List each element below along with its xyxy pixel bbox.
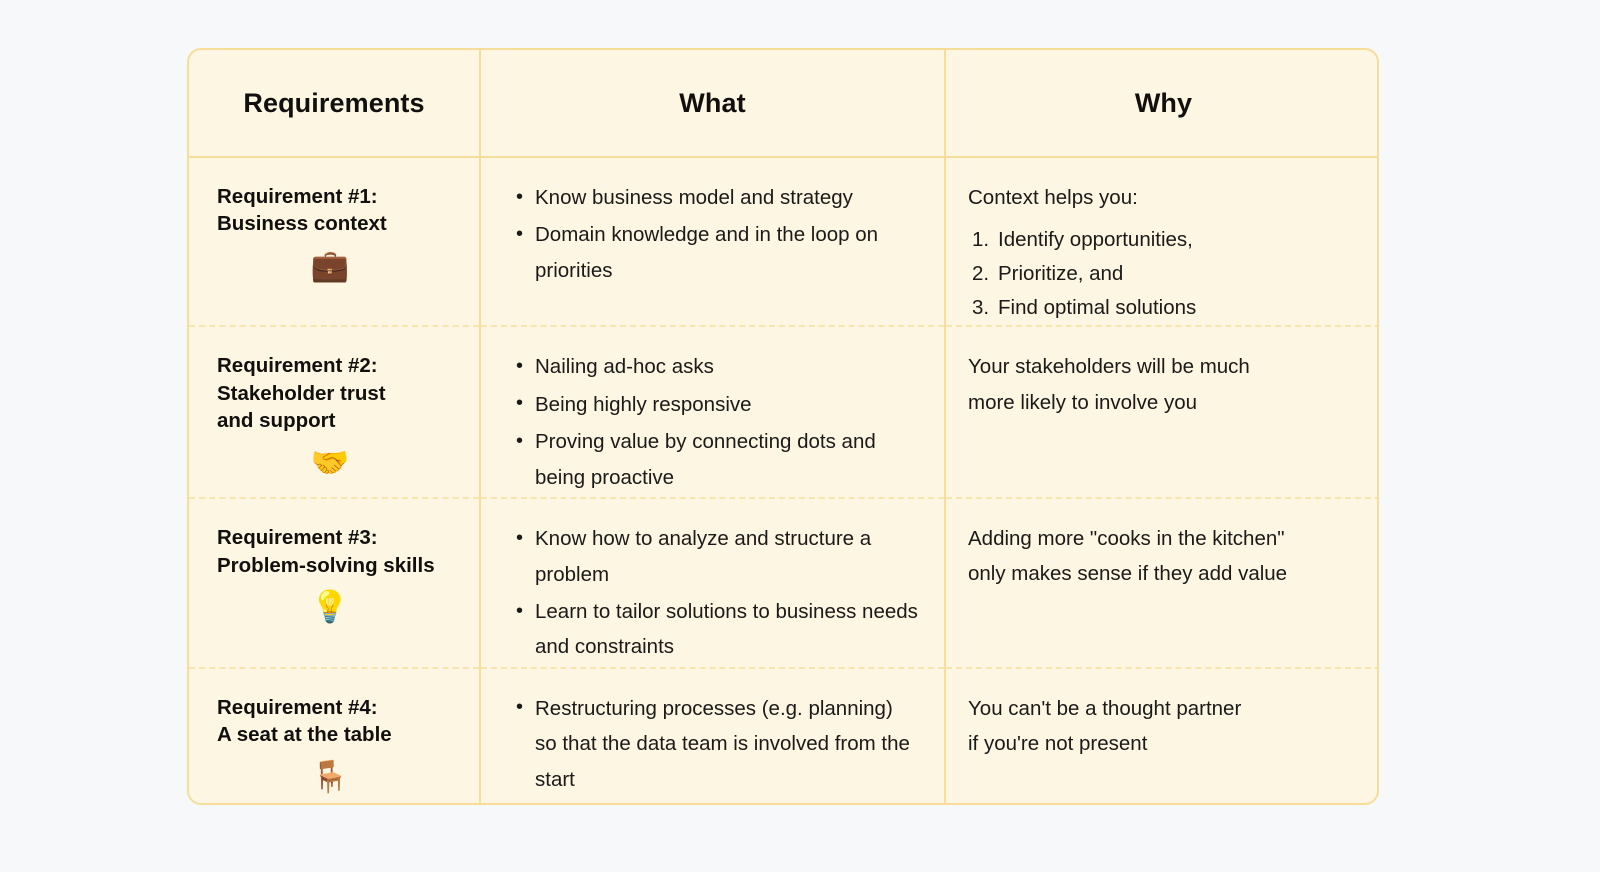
requirement-title: Requirement #1: Business context bbox=[217, 185, 387, 236]
requirement-cell: Requirement #1: Business context 💼 bbox=[189, 155, 480, 327]
what-content: Know business model and strategy Domain … bbox=[481, 158, 944, 288]
list-item: Domain knowledge and in the loop on prio… bbox=[516, 217, 920, 288]
why-content: You can't be a thought partner if you're… bbox=[946, 669, 1377, 762]
requirement-content: Requirement #3: Problem-solving skills 💡 bbox=[189, 499, 479, 622]
what-content: Know how to analyze and structure a prob… bbox=[481, 499, 944, 665]
why-content: Adding more "cooks in the kitchen" only … bbox=[946, 499, 1377, 592]
what-cell: Know how to analyze and structure a prob… bbox=[479, 497, 945, 668]
what-bullet-list: Nailing ad-hoc asks Being highly respons… bbox=[509, 349, 920, 495]
requirement-content: Requirement #2: Stakeholder trust and su… bbox=[189, 327, 479, 477]
list-item: Restructuring processes (e.g. planning) … bbox=[516, 690, 920, 797]
header-cell-why: Why bbox=[944, 50, 1377, 158]
why-cell: Context helps you: Identify opportunitie… bbox=[944, 155, 1377, 327]
requirement-title: Requirement #3: Problem-solving skills bbox=[217, 526, 435, 577]
column-header-what: What bbox=[679, 87, 746, 118]
list-item: Nailing ad-hoc asks bbox=[516, 349, 920, 384]
why-text: You can't be a thought partner if you're… bbox=[968, 696, 1242, 756]
why-cell: You can't be a thought partner if you're… bbox=[944, 666, 1377, 803]
chair-emoji: 🪑 bbox=[310, 758, 350, 794]
column-header-why: Why bbox=[1134, 87, 1193, 118]
header-cell-what: What bbox=[479, 50, 945, 158]
table-row: Requirement #3: Problem-solving skills 💡… bbox=[189, 497, 1377, 668]
why-text: Your stakeholders will be much more like… bbox=[968, 355, 1250, 414]
requirements-table: Requirements What Why Requirement #1: Bu… bbox=[187, 48, 1379, 805]
what-cell: Restructuring processes (e.g. planning) … bbox=[479, 666, 945, 803]
requirement-cell: Requirement #3: Problem-solving skills 💡 bbox=[189, 497, 480, 668]
requirement-content: Requirement #4: A seat at the table 🪑 bbox=[189, 669, 479, 792]
list-item: Learn to tailor solutions to business ne… bbox=[516, 594, 920, 665]
table-row: Requirement #1: Business context 💼 Know … bbox=[189, 155, 1377, 327]
lightbulb-emoji: 💡 bbox=[310, 589, 350, 625]
what-content: Restructuring processes (e.g. planning) … bbox=[481, 669, 944, 797]
list-item: Know business model and strategy bbox=[516, 179, 920, 215]
table-row: Requirement #2: Stakeholder trust and su… bbox=[189, 325, 1377, 499]
list-item: Being highly responsive bbox=[516, 386, 920, 422]
table-header-row: Requirements What Why bbox=[189, 50, 1377, 158]
list-item: Prioritize, and bbox=[972, 257, 1124, 291]
header-cell-requirements: Requirements bbox=[189, 50, 480, 158]
table-grid: Requirements What Why Requirement #1: Bu… bbox=[189, 50, 1377, 803]
list-item: Identify opportunities, bbox=[972, 223, 1193, 257]
why-intro-text: Context helps you: bbox=[968, 186, 1138, 209]
what-cell: Nailing ad-hoc asks Being highly respons… bbox=[479, 325, 945, 499]
handshake-emoji: 🤝 bbox=[310, 444, 350, 480]
list-item: Know how to analyze and structure a prob… bbox=[516, 521, 920, 592]
requirement-content: Requirement #1: Business context 💼 bbox=[189, 158, 479, 281]
why-numbered-list: Identify opportunities, Prioritize, and … bbox=[968, 223, 1359, 325]
what-content: Nailing ad-hoc asks Being highly respons… bbox=[481, 327, 944, 495]
requirement-cell: Requirement #4: A seat at the table 🪑 bbox=[189, 666, 480, 803]
table-row: Requirement #4: A seat at the table 🪑 Re… bbox=[189, 666, 1377, 803]
requirement-cell: Requirement #2: Stakeholder trust and su… bbox=[189, 325, 480, 499]
briefcase-emoji: 💼 bbox=[310, 247, 350, 283]
why-cell: Adding more "cooks in the kitchen" only … bbox=[944, 497, 1377, 668]
requirement-title: Requirement #2: Stakeholder trust and su… bbox=[217, 354, 386, 433]
what-bullet-list: Restructuring processes (e.g. planning) … bbox=[509, 690, 920, 797]
what-bullet-list: Know business model and strategy Domain … bbox=[509, 179, 920, 288]
column-header-requirements: Requirements bbox=[243, 87, 425, 118]
why-content: Context helps you: Identify opportunitie… bbox=[946, 158, 1377, 325]
why-text: Adding more "cooks in the kitchen" only … bbox=[968, 527, 1288, 586]
list-item: Proving value by connecting dots and bei… bbox=[516, 424, 920, 495]
list-item: Find optimal solutions bbox=[972, 291, 1197, 325]
what-bullet-list: Know how to analyze and structure a prob… bbox=[509, 521, 920, 665]
what-cell: Know business model and strategy Domain … bbox=[479, 155, 945, 327]
requirement-title: Requirement #4: A seat at the table bbox=[217, 695, 392, 747]
why-content: Your stakeholders will be much more like… bbox=[946, 327, 1377, 420]
why-cell: Your stakeholders will be much more like… bbox=[944, 325, 1377, 499]
